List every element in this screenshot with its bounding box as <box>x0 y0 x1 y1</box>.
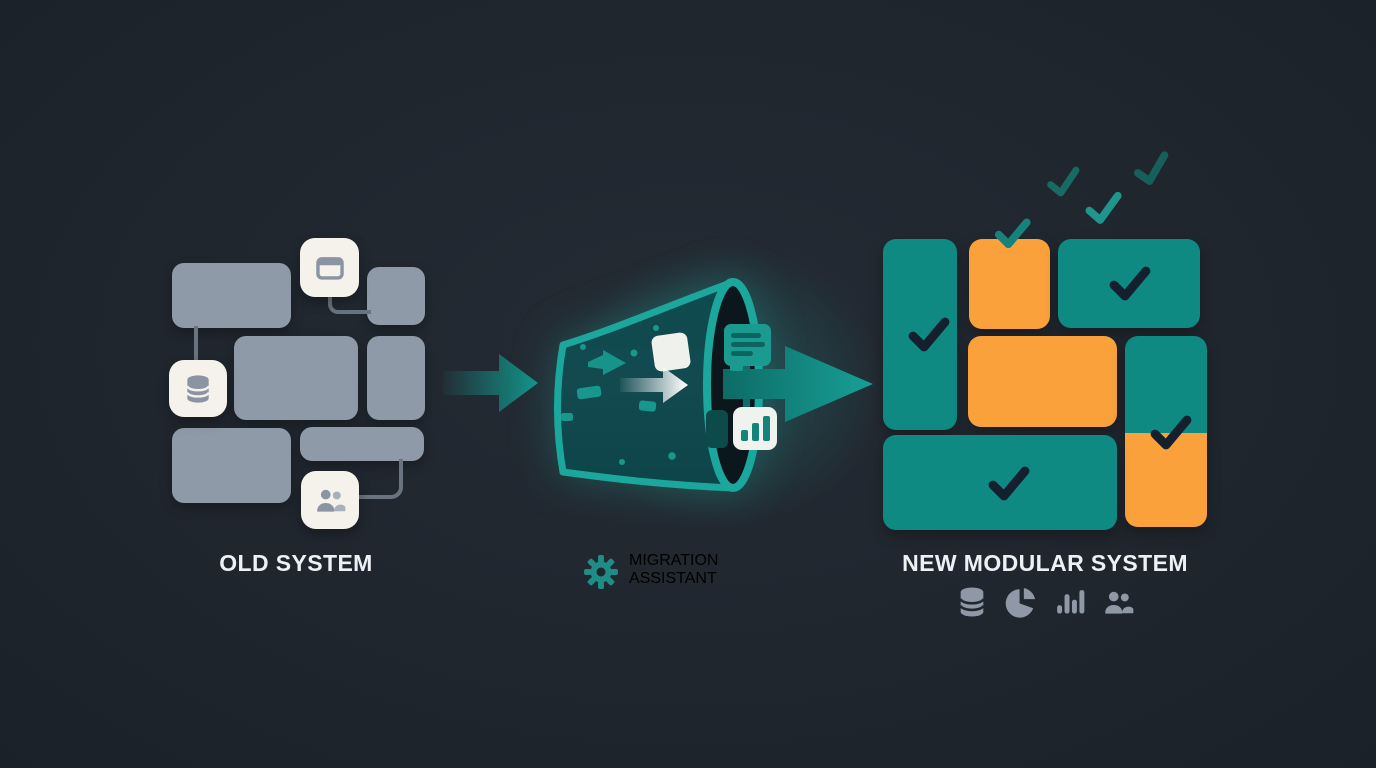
database-card <box>169 360 227 417</box>
browser-window-icon <box>315 256 344 280</box>
data-fragments <box>561 325 676 465</box>
floating-check-icon <box>1085 191 1122 224</box>
users-icon <box>1105 591 1134 614</box>
landing-check-icon <box>994 218 1031 249</box>
floating-check-icon <box>1133 151 1169 185</box>
legacy-block <box>367 267 425 325</box>
database-icon <box>186 374 210 403</box>
module-tile <box>969 239 1050 329</box>
module-tile-split <box>1125 336 1207 527</box>
bar-chart-card-icon <box>733 407 777 450</box>
old-system-label: OLD SYSTEM <box>219 550 373 576</box>
input-arrow <box>443 354 538 412</box>
check-icon <box>988 466 1030 501</box>
legacy-block <box>300 427 424 461</box>
module-tile <box>968 336 1117 427</box>
migration-label-line1: MIGRATION <box>629 552 719 569</box>
legacy-block <box>367 336 425 420</box>
floating-check-icon <box>1047 166 1080 197</box>
document-lines-icon <box>724 324 771 371</box>
module-tile <box>883 435 1117 530</box>
connector-elbow <box>359 459 403 499</box>
users-card <box>301 471 359 529</box>
connector-line <box>194 326 198 364</box>
users-icon <box>317 489 346 512</box>
migration-assistant-label: MIGRATION ASSISTANT <box>583 552 718 590</box>
legacy-block <box>172 263 291 328</box>
database-icon <box>959 587 985 617</box>
output-arrow <box>723 346 873 422</box>
new-system-capability-icons <box>880 583 1210 619</box>
new-system-label: NEW MODULAR SYSTEM <box>902 550 1188 576</box>
output-dark-tile <box>706 410 728 448</box>
module-tile <box>883 239 957 430</box>
gear-icon <box>584 555 618 589</box>
clean-data-tile <box>651 332 691 372</box>
pie-chart-icon <box>1005 588 1036 618</box>
module-half-teal <box>1125 336 1207 433</box>
migration-label-line2: ASSISTANT <box>629 570 717 587</box>
migration-funnel-illustration <box>443 245 883 525</box>
new-system-grid <box>880 140 1210 540</box>
bar-chart-icon <box>1057 590 1085 614</box>
transform-arrow <box>620 367 688 403</box>
legacy-block <box>172 428 291 503</box>
legacy-block <box>234 336 358 420</box>
check-icon <box>1150 415 1192 450</box>
old-system-cluster <box>165 230 435 535</box>
check-icon <box>908 317 950 352</box>
module-tile <box>1058 239 1200 328</box>
check-icon <box>1109 266 1151 301</box>
browser-window-card <box>300 238 359 297</box>
connector-elbow <box>328 292 371 314</box>
